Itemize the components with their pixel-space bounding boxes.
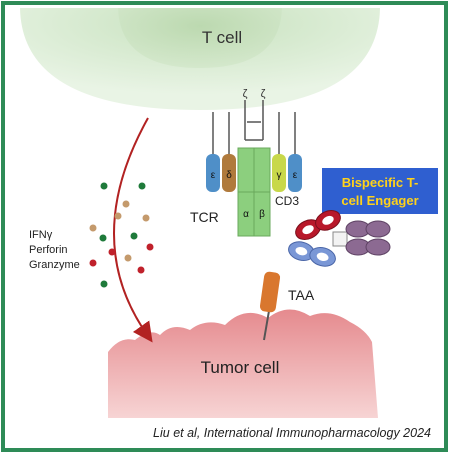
engager-label-line1: Bispecific T- [342, 175, 419, 190]
tcr-label: TCR [190, 209, 219, 225]
engager-blue-domain [288, 241, 336, 267]
beta-label: β [259, 209, 265, 220]
cd3-epsilon-right [288, 154, 302, 192]
granule-dot [138, 182, 146, 190]
engager-red-domain [295, 210, 341, 240]
citation: Liu et al, International Immunopharmacol… [153, 426, 431, 440]
alpha-label: α [243, 209, 249, 220]
granule-dot [108, 248, 116, 256]
cd3-gamma [272, 154, 286, 192]
taa-label: TAA [288, 287, 315, 303]
granule-dot [142, 214, 150, 222]
zeta-right-label: ζ [261, 88, 266, 100]
taa-antigen [259, 271, 281, 313]
t-cell-label: T cell [202, 28, 242, 47]
granule-dot [114, 212, 122, 220]
granule-dot [122, 200, 130, 208]
epsilon-left-label: ε [211, 170, 216, 181]
cd3-epsilon-left [206, 154, 220, 192]
granule-dot [130, 232, 138, 240]
effector-label-perforin: Perforin [29, 244, 68, 256]
granule-dots [89, 182, 154, 288]
granule-dot [99, 234, 107, 242]
zeta-left-label: ζ [243, 88, 248, 100]
granule-dot [146, 243, 154, 251]
cytotoxic-release-arrow [113, 117, 153, 343]
bispecific-engager-molecule [288, 210, 391, 267]
effector-label-granzyme: Granzyme [29, 259, 80, 271]
gamma-label: γ [277, 170, 282, 181]
tumor-cell-label: Tumor cell [201, 358, 280, 377]
granule-dot [89, 224, 97, 232]
granule-dot [89, 259, 97, 267]
tumor-cell-body [108, 309, 378, 418]
delta-label: δ [226, 170, 232, 181]
granule-dot [100, 280, 108, 288]
engager-label-line2: cell Engager [341, 193, 418, 208]
engager-hinge [332, 231, 348, 247]
granule-dot [124, 254, 132, 262]
cd3-delta [222, 154, 236, 192]
granule-dot [100, 182, 108, 190]
t-cell-nucleus [118, 8, 282, 68]
engager-fc-domain [345, 220, 391, 256]
cd3-label: CD3 [275, 194, 299, 208]
epsilon-right-label: ε [293, 170, 298, 181]
granule-dot [137, 266, 145, 274]
receptor-stalks [212, 100, 296, 158]
effector-label-ifn: IFNγ [29, 229, 53, 241]
engager-label-box [322, 168, 438, 214]
